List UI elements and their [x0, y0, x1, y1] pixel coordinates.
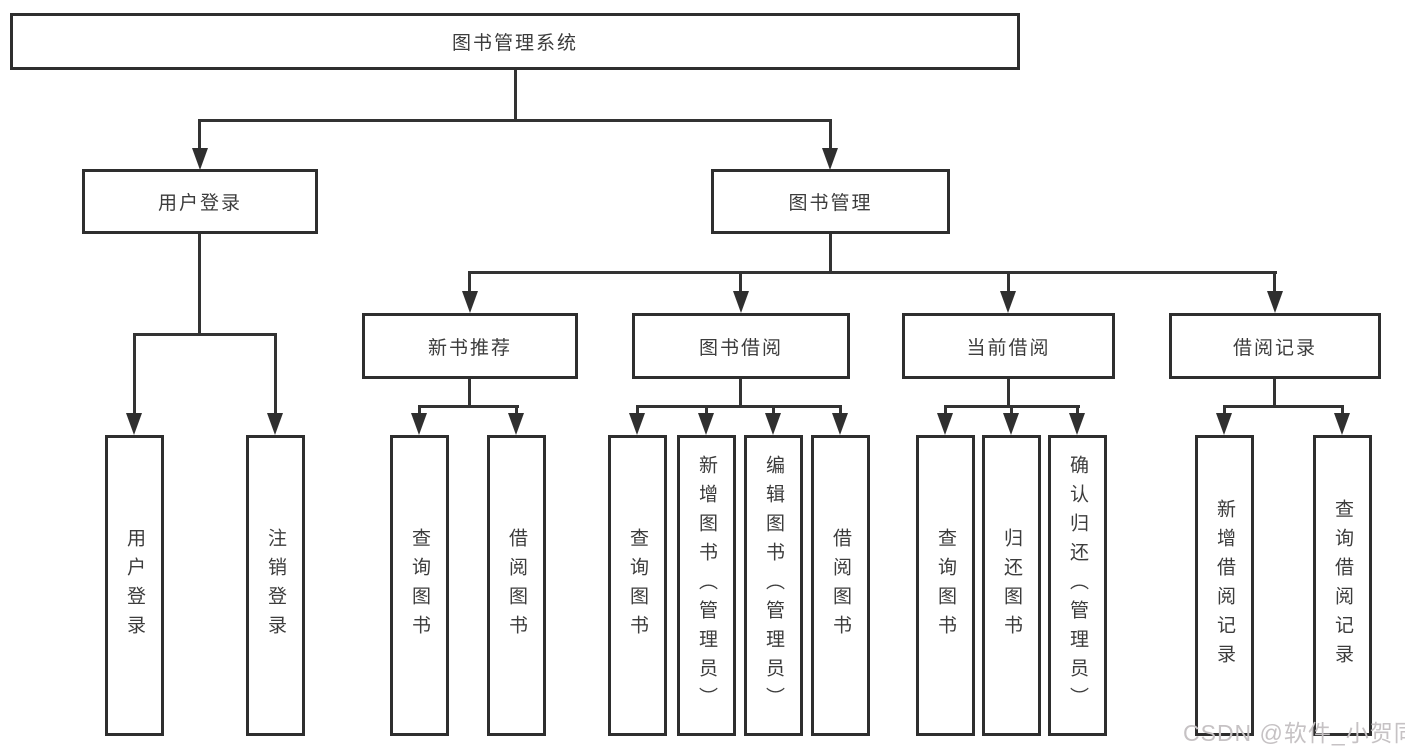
connector-book-borrowing-stem [739, 379, 742, 408]
connector-current-borrowing-stem [1007, 379, 1010, 408]
connector-book-management-stem [829, 234, 832, 274]
watermark: CSDN @软件_小贺同学 [1183, 720, 1405, 746]
node-label: 用户登录 [157, 193, 242, 214]
arrowhead-leaf-add-books-admin [698, 413, 714, 435]
node-current-borrowing: 当前借阅 [902, 313, 1115, 379]
leaf-return-books: 归还图书 [982, 435, 1041, 736]
node-label: 图书管理系统 [451, 33, 578, 54]
node-label: 当前借阅 [966, 337, 1051, 359]
arrowhead-leaf-user-login [126, 413, 142, 435]
connector-drop-leaf-user-login [133, 333, 136, 415]
connector-new-book-recommendation-rail [418, 405, 519, 408]
node-label: 归还图书 [1001, 527, 1022, 644]
node-label: 借阅图书 [506, 527, 527, 644]
leaf-query-books-2: 查询图书 [608, 435, 667, 736]
connector-drop-leaf-edit-books-admin [772, 405, 775, 415]
node-label: 编辑图书（管理员） [763, 455, 784, 716]
leaf-query-books-1: 查询图书 [390, 435, 449, 736]
connector-drop-leaf-query-books-1 [418, 405, 421, 415]
connector-borrowing-records-stem [1273, 379, 1276, 408]
connector-user-login-rail [133, 333, 277, 336]
leaf-query-borrow-record: 查询借阅记录 [1313, 435, 1372, 736]
connector-new-book-recommendation-stem [468, 379, 471, 408]
arrowhead-borrowing-records [1267, 291, 1283, 313]
connector-drop-book-borrowing [739, 271, 742, 295]
leaf-borrow-books-2: 借阅图书 [811, 435, 870, 736]
connector-drop-leaf-return-books [1010, 405, 1013, 415]
node-label: 查询图书 [409, 527, 430, 644]
leaf-confirm-return-admin: 确认归还（管理员） [1048, 435, 1107, 736]
leaf-query-books-3: 查询图书 [916, 435, 975, 736]
node-borrowing-records: 借阅记录 [1169, 313, 1381, 379]
connector-drop-current-borrowing [1007, 271, 1010, 295]
node-new-book-recommendation: 新书推荐 [362, 313, 578, 379]
node-label: 借阅记录 [1232, 337, 1317, 359]
arrowhead-leaf-borrow-books-2 [832, 413, 848, 435]
connector-drop-leaf-borrow-books-1 [515, 405, 518, 415]
connector-drop-leaf-confirm-return-admin [1076, 405, 1079, 415]
node-library-management-system: 图书管理系统 [10, 13, 1020, 70]
connector-drop-leaf-query-books-3 [944, 405, 947, 415]
connector-drop-leaf-query-borrow-record [1341, 405, 1344, 415]
arrowhead-current-borrowing [1000, 291, 1016, 313]
connector-drop-borrowing-records [1273, 271, 1276, 295]
connector-user-login-stem [198, 234, 201, 335]
node-label: 确认归还（管理员） [1067, 455, 1088, 716]
connector-root-stem [514, 70, 517, 121]
arrowhead-book-borrowing [733, 291, 749, 313]
node-user-login: 用户登录 [82, 169, 318, 234]
arrowhead-leaf-borrow-books-1 [508, 413, 524, 435]
arrowhead-leaf-confirm-return-admin [1069, 413, 1085, 435]
arrowhead-leaf-return-books [1003, 413, 1019, 435]
node-label: 查询图书 [935, 527, 956, 644]
arrowhead-leaf-edit-books-admin [765, 413, 781, 435]
node-label: 图书借阅 [698, 337, 783, 359]
node-label: 用户登录 [124, 527, 145, 644]
arrowhead-user-login [192, 148, 208, 170]
node-label: 新增图书（管理员） [696, 455, 717, 716]
node-label: 查询图书 [627, 527, 648, 644]
connector-drop-book-management [829, 119, 832, 150]
connector-root-rail [198, 119, 832, 122]
connector-drop-user-login [198, 119, 201, 150]
leaf-user-login: 用户登录 [105, 435, 164, 736]
node-label: 查询借阅记录 [1332, 498, 1353, 673]
leaf-add-books-admin: 新增图书（管理员） [677, 435, 736, 736]
connector-drop-leaf-add-borrow-record [1223, 405, 1226, 415]
connector-book-borrowing-rail [636, 405, 842, 408]
node-book-borrowing: 图书借阅 [632, 313, 850, 379]
arrowhead-leaf-query-borrow-record [1334, 413, 1350, 435]
node-label: 新增借阅记录 [1214, 498, 1235, 673]
connector-drop-leaf-add-books-admin [705, 405, 708, 415]
node-label: 注销登录 [265, 527, 286, 644]
arrowhead-new-book-recommendation [462, 291, 478, 313]
connector-book-management-rail [468, 271, 1277, 274]
node-book-management: 图书管理 [711, 169, 950, 234]
leaf-borrow-books-1: 借阅图书 [487, 435, 546, 736]
connector-drop-leaf-borrow-books-2 [839, 405, 842, 415]
leaf-logout: 注销登录 [246, 435, 305, 736]
node-label: 图书管理 [788, 193, 873, 214]
arrowhead-leaf-logout [267, 413, 283, 435]
leaf-edit-books-admin: 编辑图书（管理员） [744, 435, 803, 736]
arrowhead-book-management [822, 148, 838, 170]
arrowhead-leaf-query-books-1 [411, 413, 427, 435]
connector-drop-new-book-recommendation [468, 271, 471, 295]
arrowhead-leaf-add-borrow-record [1216, 413, 1232, 435]
node-label: 新书推荐 [427, 337, 512, 359]
connector-drop-leaf-query-books-2 [636, 405, 639, 415]
connector-drop-leaf-logout [274, 333, 277, 415]
connector-borrowing-records-rail [1223, 405, 1344, 408]
arrowhead-leaf-query-books-2 [629, 413, 645, 435]
node-label: 借阅图书 [830, 527, 851, 644]
arrowhead-leaf-query-books-3 [937, 413, 953, 435]
leaf-add-borrow-record: 新增借阅记录 [1195, 435, 1254, 736]
